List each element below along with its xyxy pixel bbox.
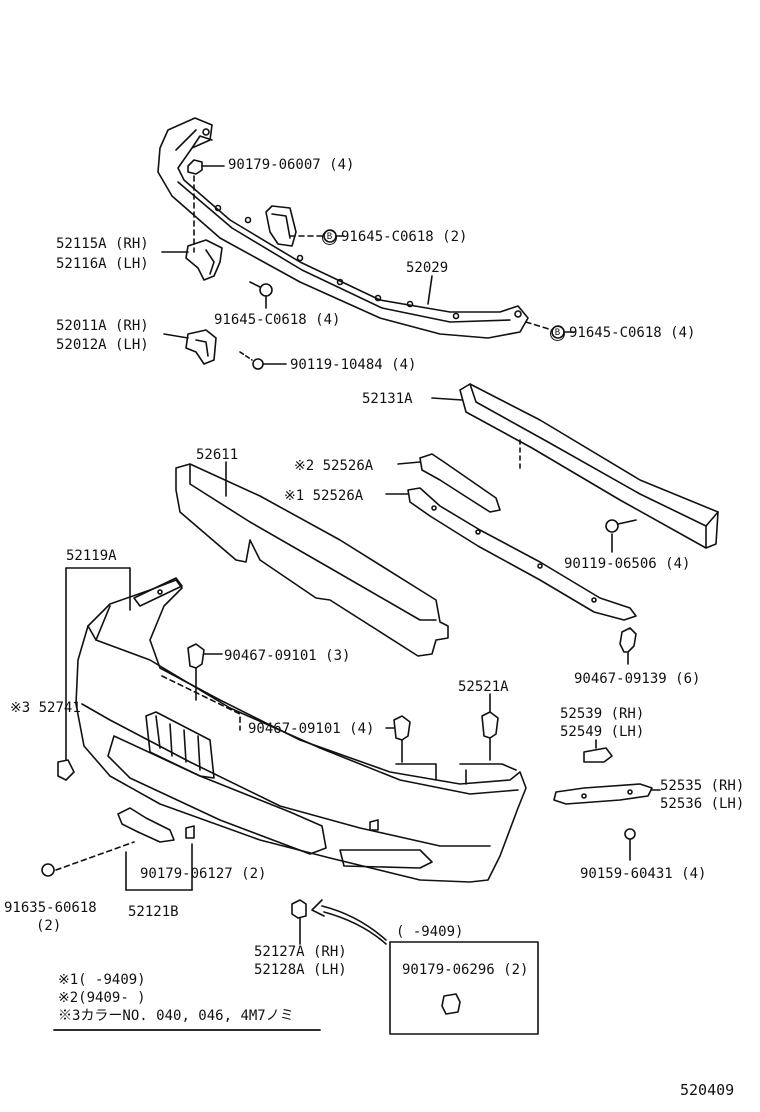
label-retainer-2: ※2 52526A <box>294 458 373 474</box>
label-lower-bracket: 52121B <box>128 904 179 920</box>
inset-box <box>389 941 539 1035</box>
label-bolt-b-right: 91645-C0618 (4) <box>569 325 696 341</box>
label-clip-center: 90467-09101 (3) <box>224 648 351 664</box>
note-3-mark: ※3 <box>58 1008 81 1024</box>
label-inset-range: ( -9409) <box>396 924 464 940</box>
pad-52611 <box>175 461 449 657</box>
mark-3: ※3 <box>10 700 31 716</box>
bolt-91645-center <box>249 281 273 309</box>
label-nut-top: 90179-06007 (4) <box>228 157 355 173</box>
retainer-52526A-1 <box>385 487 637 621</box>
reinforcement-52029 <box>157 117 529 339</box>
seal-52539 <box>583 739 613 763</box>
note-2-mark: ※2 <box>58 990 79 1006</box>
note-1-mark: ※1 <box>58 972 79 988</box>
clip-left <box>57 759 75 781</box>
figure-number: 520409 <box>680 1081 735 1099</box>
mark-2: ※2 <box>294 458 315 474</box>
b-mark: B <box>550 325 565 341</box>
b-mark: B <box>322 229 337 245</box>
leader-b-right <box>525 321 553 331</box>
label-bolt-center: 91645-C0618 (4) <box>214 312 341 328</box>
note-1: ※1( -9409) <box>58 972 146 989</box>
note-1-text: ( -9409) <box>78 972 146 988</box>
leader-clip-lower <box>161 675 241 731</box>
label-support-lh: 52012A (LH) <box>56 337 149 353</box>
label-bolt-b-center: 91645-C0618 (2) <box>341 229 468 245</box>
label-bolt-b-left-qty: (2) <box>36 918 62 934</box>
nut-90179-06007 <box>187 159 225 253</box>
bracket-52115A <box>161 239 223 281</box>
part-retainer-2: 52526A <box>322 458 374 474</box>
support-52011A <box>163 329 287 370</box>
label-nut-lower: 90179-06127 (2) <box>140 866 267 882</box>
stay-52127A <box>291 899 307 945</box>
label-bracket-lh: 52116A (LH) <box>56 256 149 272</box>
side-retainer-52535 <box>553 783 661 861</box>
leader-52029 <box>427 275 433 305</box>
note-2-text: (9409- ) <box>78 990 146 1006</box>
retainer-52526A-2 <box>397 453 501 513</box>
label-reinforcement: 52029 <box>406 260 449 276</box>
label-absorber-bar: 52131A <box>362 391 413 407</box>
leader-52119A <box>65 567 131 761</box>
clip-90467-09101-3 <box>187 643 223 701</box>
clip-90467-09139 <box>619 627 637 665</box>
inset-part-icon <box>441 993 461 1015</box>
label-stay-rh: 52127A (RH) <box>254 944 347 960</box>
absorber-bar-52131A <box>431 383 719 553</box>
label-side-lh: 52536 (LH) <box>660 796 745 812</box>
label-side-rh: 52535 (RH) <box>660 778 745 794</box>
note-3-text: カラーNO. 040, 046, 4M7ノミ <box>80 1008 294 1024</box>
arrow-inset <box>321 905 387 941</box>
label-inset-part: 90179-06296 (2) <box>402 962 529 978</box>
bumper-cover-52119A <box>75 577 527 883</box>
label-bracket-rh: 52115A (RH) <box>56 236 149 252</box>
clip-90467-09101-4 <box>385 715 411 763</box>
label-clip-right: 90467-09139 (6) <box>574 671 701 687</box>
label-cover: 52119A <box>66 548 117 564</box>
label-retainer-1: ※1 52526A <box>284 488 363 504</box>
label-pad: 52611 <box>196 447 239 463</box>
note-3: ※3カラーNO. 040, 046, 4M7ノミ <box>58 1008 294 1025</box>
label-bolt-support: 90119-10484 (4) <box>290 357 417 373</box>
label-clip-lower: 90467-09101 (4) <box>248 721 375 737</box>
label-grille: ※3 52741 <box>10 700 81 716</box>
label-stay-lh: 52128A (LH) <box>254 962 347 978</box>
clip-52521A <box>481 693 499 761</box>
note-2: ※2(9409- ) <box>58 990 146 1007</box>
label-screw-side: 90159-60431 (4) <box>580 866 707 882</box>
label-seal-lh: 52549 (LH) <box>560 724 645 740</box>
label-retainer-clip: 52521A <box>458 679 509 695</box>
mark-1: ※1 <box>284 488 305 504</box>
label-seal-rh: 52539 (RH) <box>560 706 645 722</box>
label-bolt-bar: 90119-06506 (4) <box>564 556 691 572</box>
lower-bracket-52121B <box>41 807 195 891</box>
part-grille: 52741 <box>38 700 81 716</box>
part-retainer-1: 52526A <box>312 488 364 504</box>
label-bolt-b-left: 91635-60618 <box>4 900 97 916</box>
label-support-rh: 52011A (RH) <box>56 318 149 334</box>
